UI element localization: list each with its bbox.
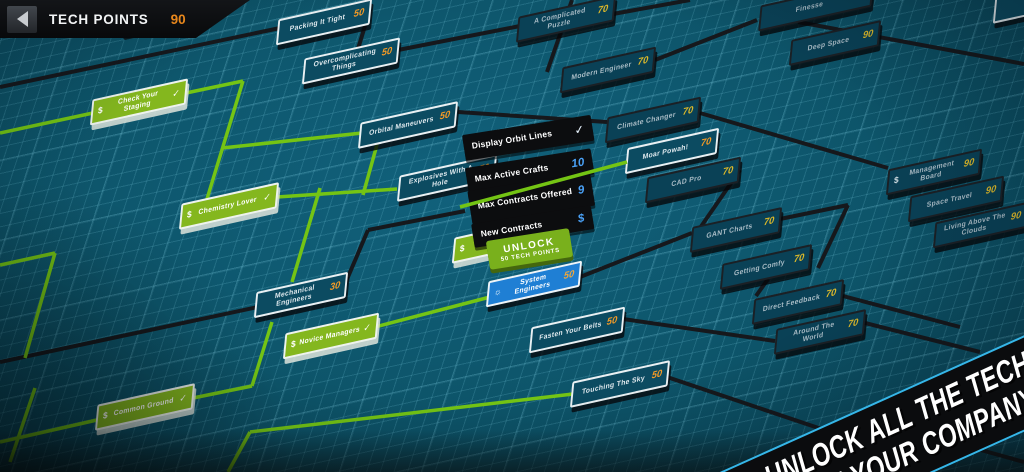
tech-points-value: 90 [170, 11, 186, 27]
back-button[interactable] [7, 5, 37, 33]
left-arrow-icon [16, 11, 28, 27]
tech-points-label: TECH POINTS [49, 11, 149, 27]
